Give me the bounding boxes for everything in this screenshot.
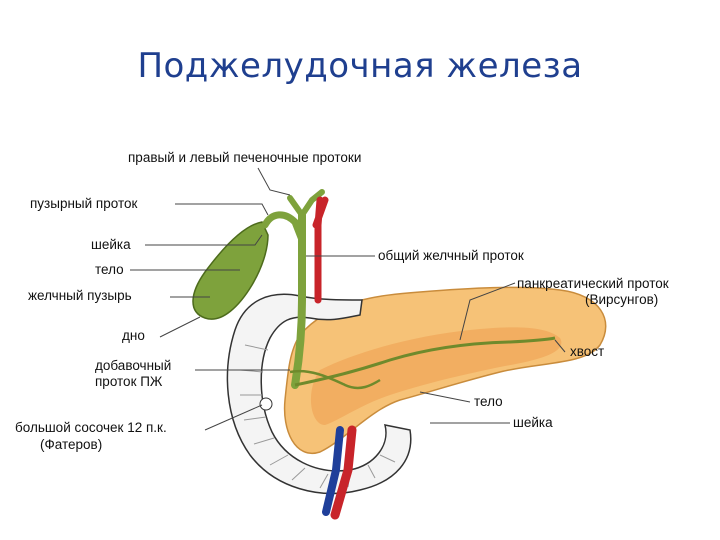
artery-shape [312, 196, 329, 304]
major-papilla-mark [259, 397, 273, 411]
label-fundus: дно [122, 328, 145, 343]
duodenum-shape [226, 293, 412, 495]
label-pancreas-neck: шейка [513, 415, 553, 430]
label-hepatic-ducts: правый и левый печеночные протоки [128, 150, 361, 165]
leader-lines [130, 167, 566, 431]
vein-shape [322, 426, 344, 516]
hepatic-ducts-shape [287, 189, 325, 218]
label-major-papilla-line2: (Фатеров) [40, 437, 102, 452]
label-pancreatic-duct-line2: (Вирсунгов) [585, 292, 658, 307]
label-tail: хвост [570, 344, 604, 359]
label-common-bile-duct: общий желчный проток [378, 248, 524, 263]
page-title: Поджелудочная железа [137, 46, 583, 86]
label-pancreatic-duct-line1: панкреатический проток [517, 276, 669, 291]
gallbladder-shape [192, 221, 269, 320]
lower-artery-shape [330, 425, 357, 520]
label-accessory-duct-line1: добавочный [95, 358, 171, 373]
label-gallbladder: желчный пузырь [28, 288, 132, 303]
label-accessory-duct-line2: проток ПЖ [95, 374, 163, 389]
accessory-duct-shape [289, 369, 381, 390]
label-gallbladder-neck: шейка [91, 237, 131, 252]
label-gallbladder-body: тело [95, 262, 124, 277]
cystic-duct-shape [261, 211, 306, 244]
label-pancreas-body: тело [474, 394, 503, 409]
label-cystic-duct: пузырный проток [30, 196, 137, 211]
common-bile-duct-shape [291, 211, 306, 389]
label-major-papilla-line1: большой сосочек 12 п.к. [15, 420, 167, 435]
pancreatic-duct-shape [294, 336, 556, 387]
pancreas-inner-shape [310, 327, 562, 425]
